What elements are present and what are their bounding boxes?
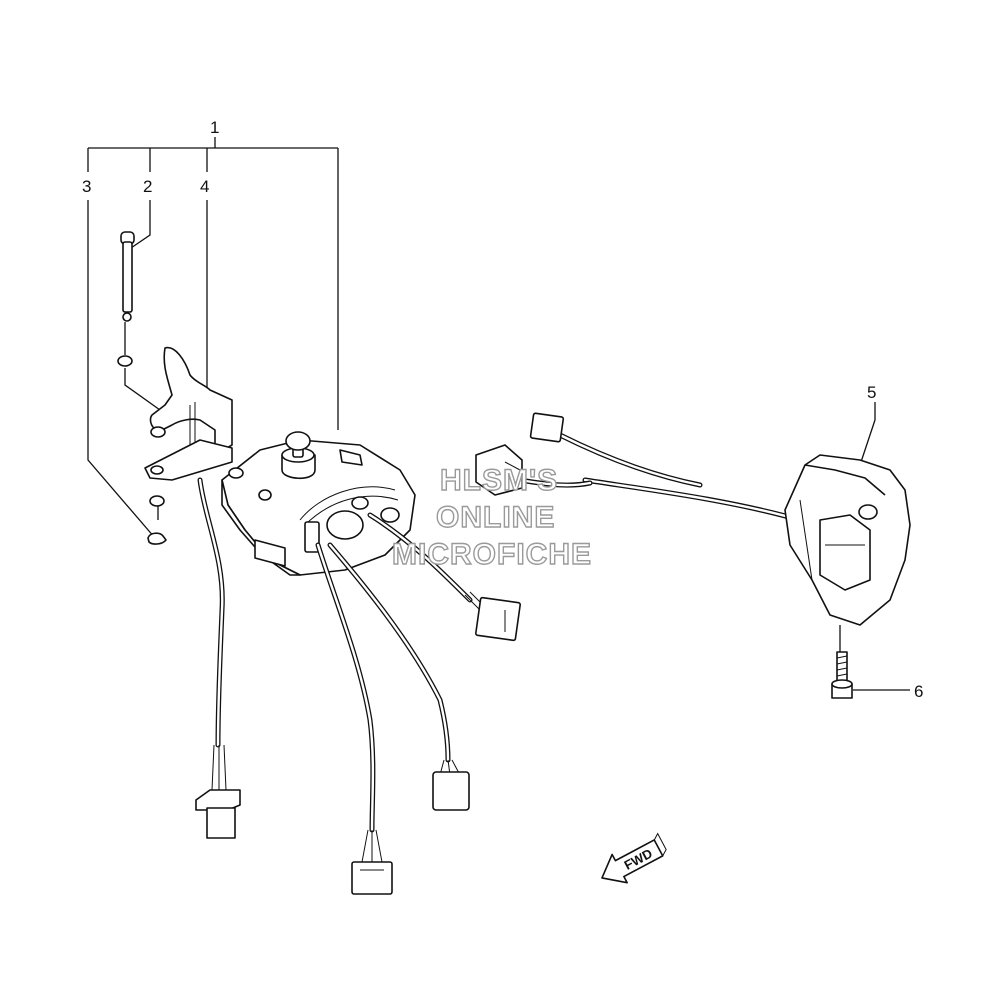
callout-4: 4 <box>200 177 209 196</box>
washer-icon <box>117 355 133 367</box>
connector-bottom-left <box>195 744 241 839</box>
callout-2: 2 <box>143 177 152 196</box>
right-switch-assembly <box>475 412 911 626</box>
screw-part <box>831 651 853 699</box>
watermark-line-1: HLSM'S <box>440 464 558 497</box>
callout-bracket-1 <box>87 137 339 430</box>
connector-middle-right <box>464 591 521 642</box>
watermark-line-3: MICROFICHE <box>392 538 592 571</box>
callout-3: 3 <box>82 177 91 196</box>
watermark: HLSM'S ONLINE MICROFICHE <box>391 463 592 571</box>
pin-part <box>120 231 135 322</box>
connector-right-lower <box>432 759 470 811</box>
e-clip-icon <box>147 532 167 545</box>
fwd-arrow-icon: FWD <box>601 832 667 884</box>
callout-1: 1 <box>210 118 219 137</box>
leader-lines <box>87 200 910 691</box>
watermark-line-2: ONLINE <box>436 501 555 534</box>
callout-6: 6 <box>914 682 923 701</box>
washer-lower-icon <box>149 495 165 507</box>
switch-housing <box>221 431 416 576</box>
lever-bracket <box>144 346 233 481</box>
connector-bottom-center <box>351 829 393 895</box>
housing-wires <box>197 477 473 833</box>
callout-5: 5 <box>867 383 876 402</box>
